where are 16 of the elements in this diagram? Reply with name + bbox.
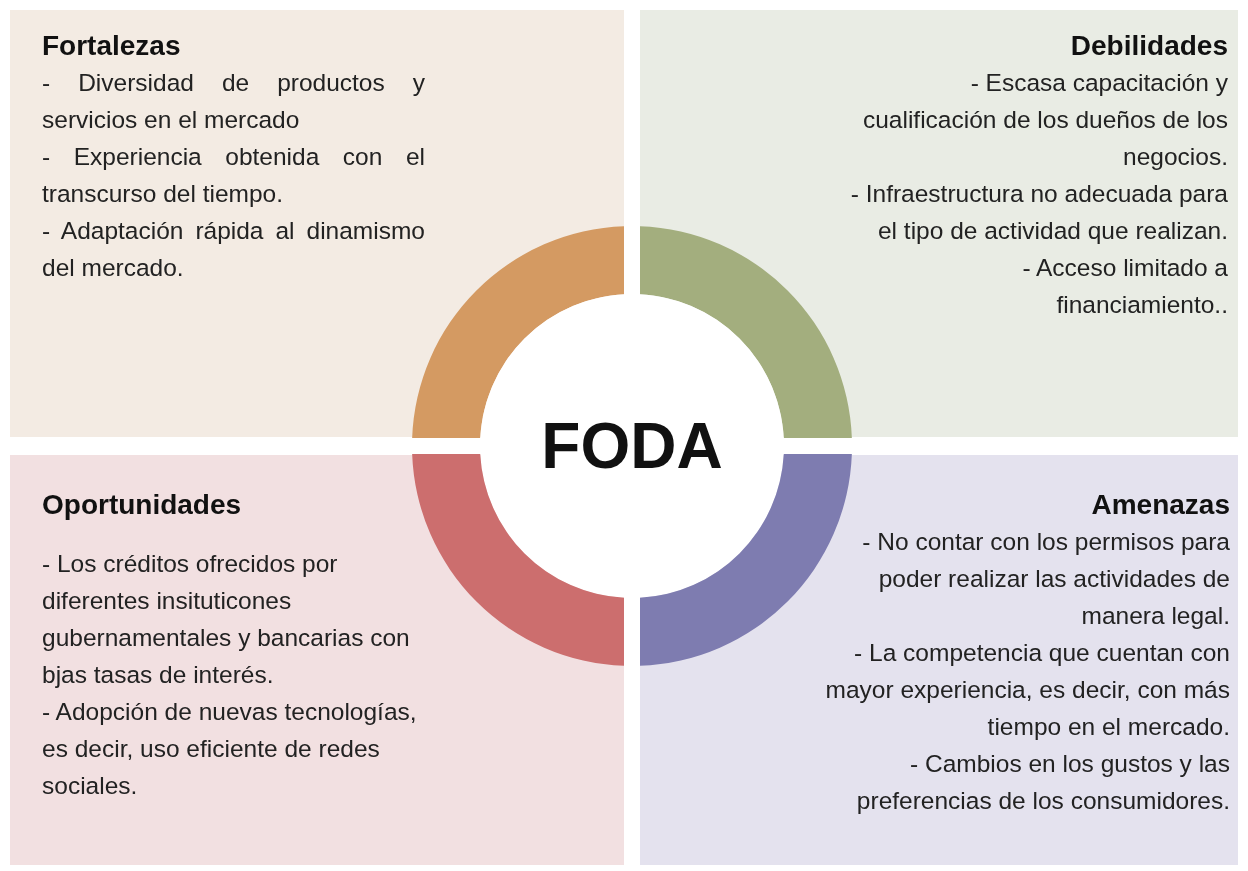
bullet-text: - Diversidad de productos y servicios en el mercado: [42, 68, 425, 135]
bullet-text: - No contar con los permisos para poder realizar las actividades de manera legal.: [861, 527, 1230, 631]
quadrant-heading: Amenazas: [1090, 488, 1230, 522]
quadrant-heading: Oportunidades: [42, 488, 243, 522]
quadrant-heading: Debilidades: [1069, 29, 1228, 63]
bullet-text: - Acceso limitado a financiamiento..: [1021, 253, 1228, 320]
bullet-text: - Infraestructura no adecuada para el tipo de actividad que realizan.: [849, 179, 1228, 246]
bullet-text: - Experiencia obtenida con el transcurso del tiempo.: [42, 142, 425, 209]
bullet-text: - Adaptación rápida al dinamismo del mercado.: [42, 216, 425, 283]
bullet-text: - La competencia que cuentan con mayor experiencia, es decir, con más tiempo en el mercado.: [824, 638, 1230, 742]
bullet-text: - Los créditos ofrecidos por diferentes insituticones gubernamentales y bancarias con bjas tasas de interés.: [42, 549, 411, 690]
bullet-text: - Adopción de nuevas tecnologías, es decir, uso eficiente de redes sociales.: [42, 697, 418, 801]
quadrant-heading: Fortalezas: [42, 29, 182, 63]
bullet-text: - Escasa capacitación y cualificación de los dueños de los negocios.: [862, 68, 1228, 172]
center-title: FODA: [541, 409, 723, 483]
bullet-text: - Cambios en los gustos y las preferencias de los consumidores.: [855, 749, 1230, 816]
